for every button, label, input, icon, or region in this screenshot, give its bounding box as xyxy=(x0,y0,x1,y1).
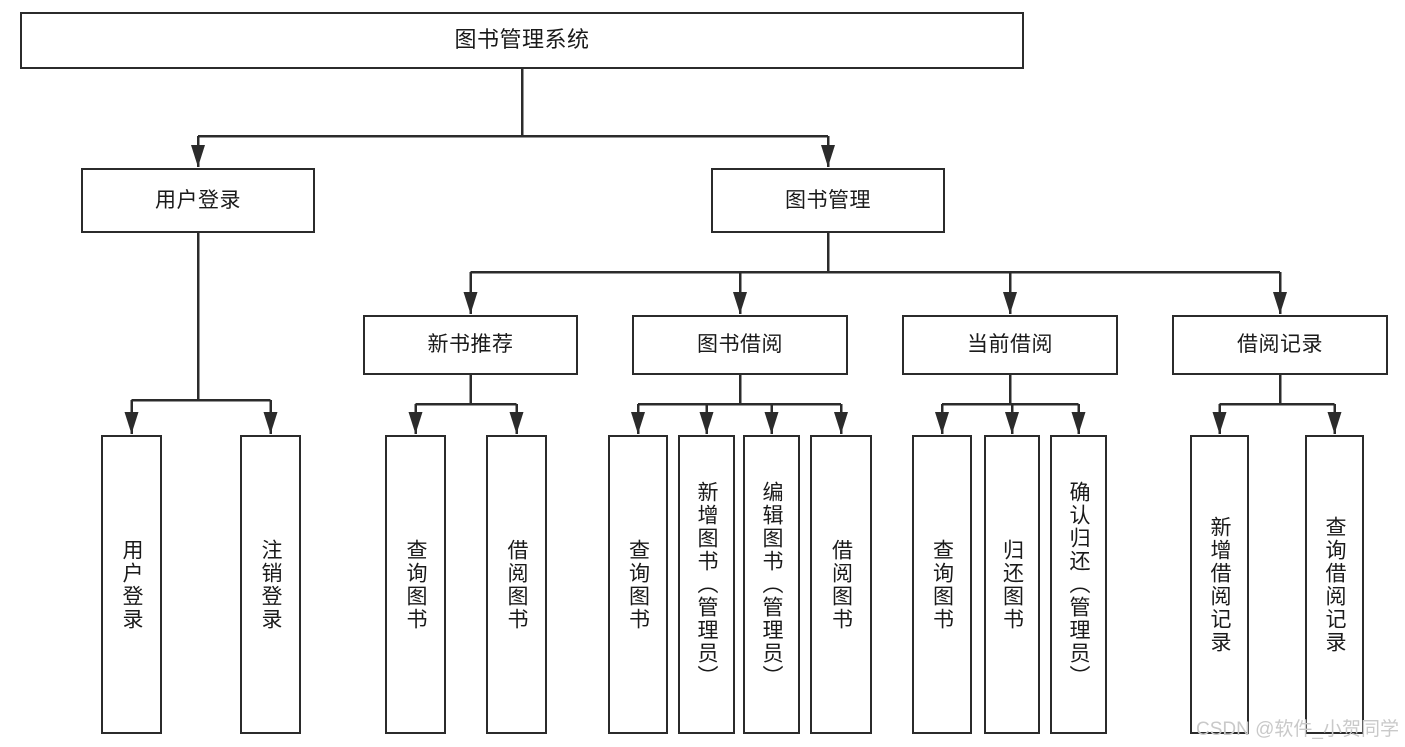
csdn-watermark: CSDN @软件_小贺同学 xyxy=(1196,719,1399,740)
node-label: 图书借阅 xyxy=(697,333,783,357)
node-root[interactable]: 图书管理系统 xyxy=(20,12,1024,69)
node-new-book-rec[interactable]: 新书推荐 xyxy=(363,315,578,375)
node-book-borrow[interactable]: 图书借阅 xyxy=(632,315,848,375)
node-label: 查询图书 xyxy=(626,538,650,631)
node-label: 编辑图书（管理员） xyxy=(760,481,783,688)
node-leaf-bb-edit[interactable]: 编辑图书（管理员） xyxy=(743,435,800,734)
node-label: 查询图书 xyxy=(404,538,427,631)
node-leaf-cb-return[interactable]: 归还图书 xyxy=(984,435,1040,734)
node-label: 借阅图书 xyxy=(505,538,528,631)
node-label: 图书管理系统 xyxy=(454,27,590,53)
node-label: 借阅记录 xyxy=(1237,333,1323,357)
node-book-manage[interactable]: 图书管理 xyxy=(711,168,945,233)
node-user-login[interactable]: 用户登录 xyxy=(81,168,315,233)
node-leaf-bb-add[interactable]: 新增图书（管理员） xyxy=(678,435,735,734)
node-current-borrow[interactable]: 当前借阅 xyxy=(902,315,1118,375)
node-borrow-record[interactable]: 借阅记录 xyxy=(1172,315,1388,375)
node-label: 新书推荐 xyxy=(427,333,514,357)
node-label: 归还图书 xyxy=(1000,538,1024,631)
node-label: 用户登录 xyxy=(120,538,143,631)
node-label: 借阅图书 xyxy=(829,538,853,631)
node-label: 当前借阅 xyxy=(967,333,1053,357)
node-label: 图书管理 xyxy=(785,188,871,212)
node-leaf-rec-borrow[interactable]: 借阅图书 xyxy=(486,435,547,734)
node-leaf-bb-borrow[interactable]: 借阅图书 xyxy=(810,435,872,734)
node-label: 新增图书（管理员） xyxy=(695,481,718,688)
node-leaf-br-add[interactable]: 新增借阅记录 xyxy=(1190,435,1249,734)
node-leaf-br-query[interactable]: 查询借阅记录 xyxy=(1305,435,1364,734)
node-leaf-cb-query[interactable]: 查询图书 xyxy=(912,435,972,734)
node-leaf-cb-confirm[interactable]: 确认归还（管理员） xyxy=(1050,435,1107,734)
node-leaf-rec-query[interactable]: 查询图书 xyxy=(385,435,446,734)
node-label: 查询图书 xyxy=(930,538,954,631)
node-label: 查询借阅记录 xyxy=(1323,515,1346,654)
node-label: 确认归还（管理员） xyxy=(1067,481,1090,688)
node-label: 注销登录 xyxy=(259,538,282,631)
node-label: 用户登录 xyxy=(155,188,241,212)
node-label: 新增借阅记录 xyxy=(1208,515,1231,654)
node-leaf-user-logout[interactable]: 注销登录 xyxy=(240,435,301,734)
node-leaf-bb-query[interactable]: 查询图书 xyxy=(608,435,668,734)
node-leaf-user-login[interactable]: 用户登录 xyxy=(101,435,162,734)
